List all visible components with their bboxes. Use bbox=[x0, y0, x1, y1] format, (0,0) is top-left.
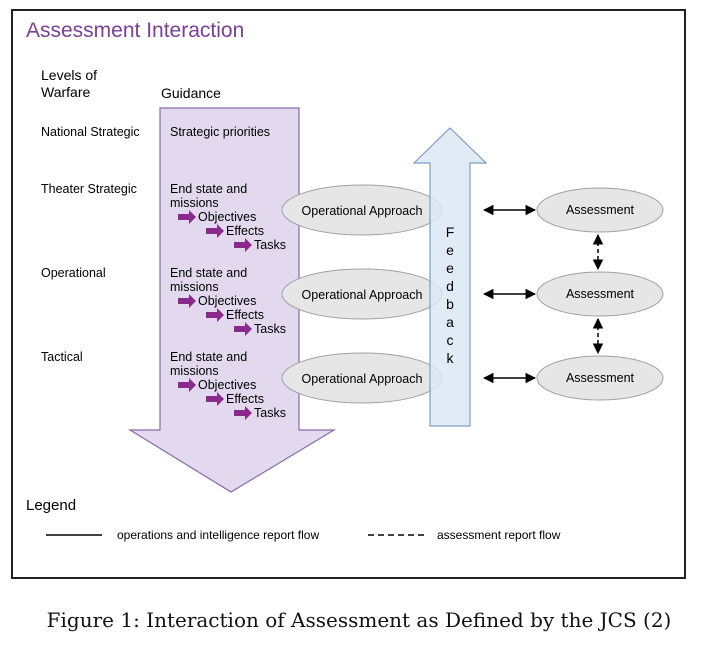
level-label-tactical: Tactical bbox=[41, 350, 83, 364]
operational-approach-label: Operational Approach bbox=[302, 372, 423, 386]
end-state-line2: missions bbox=[170, 364, 219, 378]
diagram-title: Assessment Interaction bbox=[26, 19, 244, 42]
end-state-line2: missions bbox=[170, 196, 219, 210]
guidance-down-arrow bbox=[127, 107, 337, 493]
level-label-theater-strategic: Theater Strategic bbox=[41, 182, 137, 196]
legend-solid-label: operations and intelligence report flow bbox=[117, 528, 319, 542]
guidance-block-theater: End state and missions Objectives Effect… bbox=[170, 182, 286, 252]
objectives-label: Objectives bbox=[198, 378, 256, 392]
feedback-up-arrow bbox=[412, 127, 488, 427]
right-arrow-icon bbox=[234, 322, 252, 336]
end-state-line2: missions bbox=[170, 280, 219, 294]
right-arrow-icon bbox=[234, 238, 252, 252]
strategic-priorities-label: Strategic priorities bbox=[170, 125, 270, 139]
guidance-block-operational: End state and missions Objectives Effect… bbox=[170, 266, 286, 336]
feedback-label: F e e d b a c k bbox=[446, 224, 455, 366]
assessment-label: Assessment bbox=[566, 371, 635, 385]
legend-dashed-label: assessment report flow bbox=[437, 528, 561, 542]
levels-header-line2: Warfare bbox=[41, 84, 90, 100]
right-arrow-icon bbox=[206, 392, 224, 406]
objectives-label: Objectives bbox=[198, 294, 256, 308]
right-arrow-icon bbox=[206, 224, 224, 238]
right-arrow-icon bbox=[178, 210, 196, 224]
operational-approach-label: Operational Approach bbox=[302, 288, 423, 302]
feedback-letter: k bbox=[447, 350, 455, 366]
tasks-label: Tasks bbox=[254, 322, 286, 336]
assessment-ellipse-theater bbox=[536, 187, 664, 233]
feedback-letter: c bbox=[447, 332, 454, 348]
operational-approach-label: Operational Approach bbox=[302, 204, 423, 218]
effects-label: Effects bbox=[226, 308, 264, 322]
legend-title: Legend bbox=[26, 497, 76, 514]
feedback-letter: e bbox=[446, 242, 454, 258]
end-state-line1: End state and bbox=[170, 350, 247, 364]
assessment-label: Assessment bbox=[566, 203, 635, 217]
objectives-label: Objectives bbox=[198, 210, 256, 224]
figure-caption: Figure 1: Interaction of Assessment as D… bbox=[46, 608, 672, 632]
guidance-header: Guidance bbox=[161, 85, 221, 101]
assessment-ellipse-tactical bbox=[536, 355, 664, 401]
effects-label: Effects bbox=[226, 392, 264, 406]
feedback-letter: b bbox=[446, 296, 454, 312]
effects-label: Effects bbox=[226, 224, 264, 238]
feedback-letter: F bbox=[446, 224, 455, 240]
right-arrow-icon bbox=[234, 406, 252, 420]
guidance-block-tactical: End state and missions Objectives Effect… bbox=[170, 350, 286, 420]
tasks-label: Tasks bbox=[254, 238, 286, 252]
assessment-label: Assessment bbox=[566, 287, 635, 301]
right-arrow-icon bbox=[178, 294, 196, 308]
end-state-line1: End state and bbox=[170, 182, 247, 196]
tasks-label: Tasks bbox=[254, 406, 286, 420]
levels-header-line1: Levels of bbox=[41, 67, 97, 83]
feedback-letter: e bbox=[446, 260, 454, 276]
level-label-national-strategic: National Strategic bbox=[41, 125, 140, 139]
end-state-line1: End state and bbox=[170, 266, 247, 280]
right-arrow-icon bbox=[178, 378, 196, 392]
level-label-operational: Operational bbox=[41, 266, 106, 280]
feedback-letter: d bbox=[446, 278, 454, 294]
right-arrow-icon bbox=[206, 308, 224, 322]
assessment-ellipse-operational bbox=[536, 271, 664, 317]
feedback-letter: a bbox=[446, 314, 454, 330]
